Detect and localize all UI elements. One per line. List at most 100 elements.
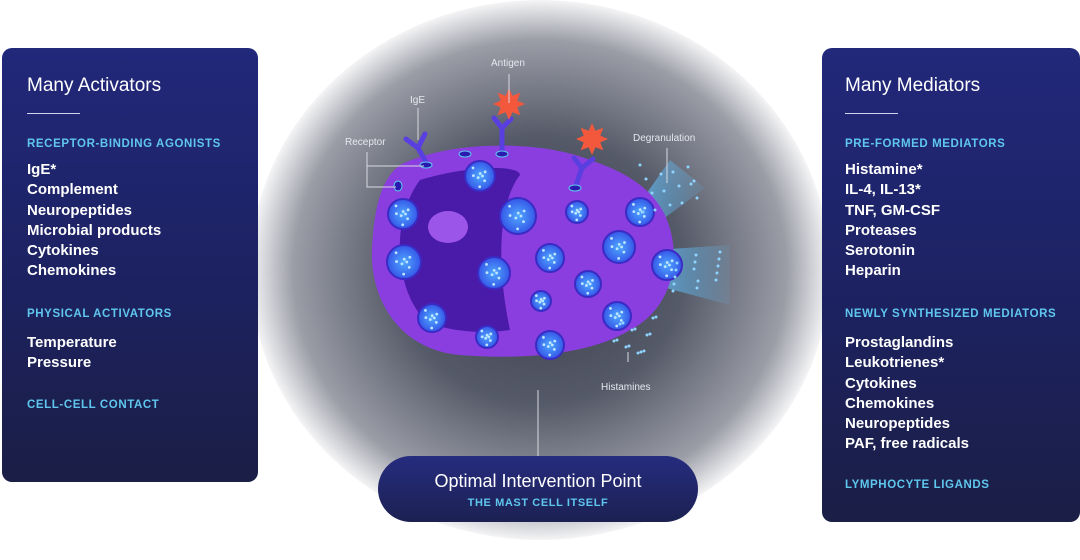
histamines-label: Histamines — [601, 382, 651, 393]
granule-particle — [548, 266, 552, 270]
receptor — [568, 184, 582, 192]
receptor — [393, 180, 403, 192]
granule-particle — [401, 223, 405, 227]
histamine-particles — [612, 163, 722, 355]
granule-particle — [610, 236, 613, 240]
granule-particle — [485, 262, 488, 266]
ige-label: IgE — [410, 95, 426, 106]
granule-particle — [402, 272, 406, 276]
granule-particle — [535, 299, 539, 303]
granule-particle — [472, 174, 475, 178]
histamine-particle — [680, 201, 684, 205]
histamine-particle — [668, 203, 672, 207]
histamine-particle — [692, 267, 696, 271]
histamine-particle — [645, 333, 649, 337]
list-item: Heparin — [845, 262, 901, 280]
granule-particle — [484, 336, 488, 340]
histamine-particle — [714, 278, 718, 282]
granule-particle — [430, 326, 434, 330]
granule-particle — [665, 261, 669, 264]
granule-particle — [613, 316, 617, 319]
granule-particle — [632, 210, 636, 214]
histamine-particle — [641, 210, 645, 214]
histamine-particle — [716, 264, 720, 268]
histamine-particle — [692, 179, 696, 183]
panel-title: Many Activators — [27, 75, 162, 96]
granule-particle — [399, 214, 403, 218]
granule-particle — [539, 297, 543, 301]
granule-particle — [663, 265, 667, 269]
list-item: Complement — [27, 181, 118, 199]
granule-particle — [402, 257, 406, 261]
list-item: PAF, free radicals — [845, 435, 969, 453]
receptor — [419, 161, 433, 169]
granule-particle — [522, 220, 525, 224]
granule-particle — [539, 306, 543, 310]
granule-particle — [658, 255, 662, 259]
callout-title: Optimal Intervention Point — [434, 471, 642, 491]
granule-particle — [570, 204, 574, 208]
granule-particle — [424, 316, 428, 320]
granule-particle — [578, 214, 582, 217]
histamine-particle — [636, 351, 640, 355]
histamine-particle — [696, 279, 700, 283]
agonist-list: IgE* Complement Neuropeptides Microbial … — [27, 160, 161, 282]
callout-subtitle: THE MAST CELL ITSELF — [467, 497, 609, 509]
section-heading: PRE-FORMED MEDIATORS — [845, 138, 1006, 150]
granule-particle — [538, 300, 542, 304]
histamine-particle — [695, 286, 699, 290]
granule-particle — [615, 324, 619, 328]
granule-particle — [490, 273, 494, 277]
activators-panel: Many Activators RECEPTOR-BINDING AGONIST… — [2, 48, 258, 482]
granule-particle — [542, 302, 546, 306]
antigen-icon — [493, 88, 525, 120]
histamine-particle — [612, 339, 616, 343]
granule-particle — [643, 206, 647, 210]
granule-particle — [483, 179, 486, 183]
granule-particle — [406, 217, 409, 221]
histamine-particle — [630, 328, 634, 332]
list-item: Neuropeptides — [845, 415, 951, 433]
granule-particle — [424, 309, 427, 312]
histamine-particle — [671, 289, 675, 293]
granule-particle — [585, 284, 588, 287]
granule-particle — [498, 267, 501, 270]
panel-title: Many Mediators — [845, 75, 981, 96]
mediators-panel: Many Mediators PRE-FORMED MEDIATORS Hist… — [822, 48, 1080, 522]
granule-particle — [548, 353, 552, 357]
list-item: Chemokines — [845, 394, 935, 412]
list-item: Neuropeptides — [27, 201, 133, 219]
granule-particle — [516, 227, 520, 231]
granule-particle — [609, 307, 612, 310]
histamine-particle — [627, 344, 631, 348]
granule-particle — [488, 339, 492, 342]
histamine-particle — [642, 349, 646, 353]
granule-particle — [406, 208, 410, 212]
granule-particle — [550, 343, 554, 347]
granule-particle — [552, 348, 556, 351]
granule-particle — [394, 204, 398, 208]
histamine-particle — [639, 350, 643, 354]
granule-particle — [435, 312, 439, 316]
granule-particle — [642, 215, 646, 218]
list-item: Cytokines — [27, 242, 99, 260]
granule-particle — [620, 245, 624, 249]
granule-particle — [408, 255, 412, 259]
histamine-particle — [615, 338, 619, 342]
granule-particle — [548, 341, 552, 345]
granule-particle — [552, 261, 556, 264]
granules — [386, 160, 683, 360]
granule-particle — [480, 329, 484, 333]
granule-particle — [665, 274, 669, 278]
granule-particle — [432, 316, 436, 320]
granule-particle — [623, 241, 626, 244]
preformed-list: Histamine* IL-4, IL-13* TNF, GM-CSF Prot… — [845, 160, 940, 282]
histamine-particle — [633, 327, 637, 331]
granule-particle — [670, 268, 673, 272]
list-item: Prostaglandins — [845, 334, 954, 351]
histamine-particle — [673, 275, 677, 279]
granule-particle — [553, 339, 557, 343]
granule-particle — [508, 204, 511, 208]
granule-particle — [478, 185, 482, 189]
antigen-icon — [576, 123, 608, 155]
